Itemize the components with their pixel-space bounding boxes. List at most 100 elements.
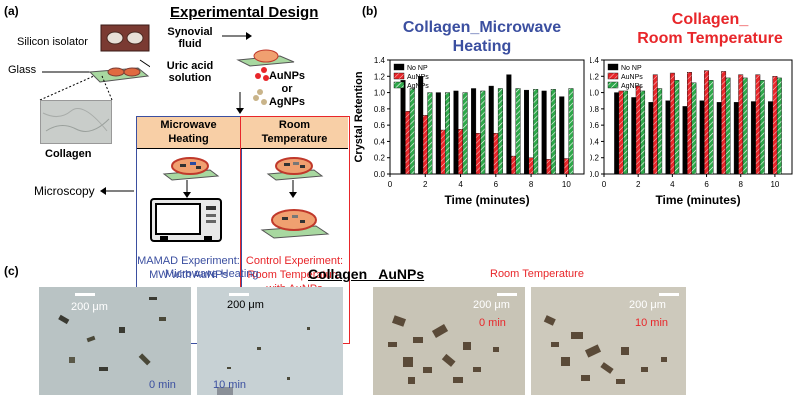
- legend-swatch: [607, 72, 619, 80]
- bar-agnps: [533, 89, 539, 175]
- y-tick-label: 0.8: [374, 105, 386, 114]
- bar-agnps: [515, 88, 521, 175]
- bar-aunps: [704, 70, 709, 175]
- bar-aunps: [493, 133, 499, 175]
- bar-agnps: [409, 88, 415, 175]
- bar-aunps: [440, 129, 446, 175]
- bar-aunps: [546, 159, 552, 175]
- y-tick-label: 1.2: [590, 72, 600, 81]
- bar-agnps: [497, 88, 503, 175]
- bar-no-np: [541, 90, 547, 175]
- x-tick-label: 4: [670, 180, 675, 189]
- room-temp-header: Room Temperature: [241, 117, 348, 149]
- synovial-fluid-label-1: Synovial: [167, 26, 213, 38]
- bar-agnps: [568, 88, 574, 175]
- bar-aunps: [687, 72, 692, 175]
- legend-swatch: [607, 81, 619, 89]
- legend-label: No NP: [621, 65, 642, 72]
- x-tick-label: 10: [562, 180, 571, 189]
- bar-agnps: [674, 80, 680, 175]
- arrow-right-icon: [222, 32, 252, 40]
- micrograph-mw-10min: 200 μm 10 min: [197, 287, 343, 395]
- y-tick-label: 0.8: [590, 105, 600, 114]
- bar-no-np: [699, 100, 705, 175]
- bar-agnps: [759, 80, 765, 175]
- right-chart-title: Collagen_ Room Temperature: [637, 11, 783, 47]
- bar-aunps: [755, 74, 761, 175]
- micrograph-mw-0min: 200 μm 0 min: [39, 287, 191, 395]
- bar-aunps: [405, 111, 411, 175]
- x-tick-label: 10: [770, 180, 779, 189]
- bar-no-np: [524, 89, 529, 175]
- silicon-isolator-label: Silicon isolator: [17, 36, 88, 48]
- aunps-label: AuNPs: [268, 70, 306, 82]
- x-tick-label: 2: [423, 180, 428, 189]
- mamad-caption: MAMAD Experiment: MW with AuNPs: [137, 255, 240, 281]
- bar-aunps: [563, 158, 569, 175]
- time-label: 0 min: [149, 379, 176, 391]
- legend-swatch: [393, 72, 405, 80]
- bar-no-np: [750, 101, 756, 175]
- bar-agnps: [462, 92, 468, 175]
- legend-label: AuNPs: [621, 74, 643, 81]
- x-tick-label: 6: [494, 180, 499, 189]
- micrograph-rt-10min: 200 μm 10 min: [531, 287, 686, 395]
- room-temp-plate-image: [260, 209, 330, 239]
- synovial-fluid-label-2: fluid: [178, 38, 202, 50]
- bar-no-np: [648, 102, 654, 175]
- legend-label: AgNPs: [621, 83, 643, 90]
- microwave-heating-label: Microwave Heating: [165, 268, 259, 280]
- panel-c-title: Collagen AuNPs: [308, 266, 425, 282]
- bar-no-np: [418, 76, 424, 175]
- bar-aunps: [618, 90, 624, 175]
- legend-swatch: [607, 63, 619, 71]
- agnps-label: AgNPs: [268, 96, 306, 108]
- uric-acid-label-2: solution: [168, 72, 212, 84]
- y-tick-label: 1.0: [590, 89, 600, 98]
- arrow-left-icon: [100, 187, 134, 195]
- bar-agnps: [691, 82, 697, 175]
- x-axis-label: Time (minutes): [655, 193, 740, 207]
- bar-agnps: [427, 92, 433, 175]
- bar-agnps: [742, 77, 748, 175]
- microwave-header: Microwave Heating: [137, 117, 240, 149]
- bar-no-np: [768, 101, 773, 175]
- panel-c-label: (c): [4, 264, 19, 278]
- y-tick-label: 0.4: [590, 137, 600, 146]
- bar-no-np: [435, 92, 441, 175]
- bar-agnps: [480, 90, 486, 175]
- legend-swatch: [393, 81, 405, 89]
- scale-bar-label: 200 μm: [71, 301, 108, 313]
- nanoparticle-dots: [253, 67, 269, 105]
- bar-no-np: [716, 102, 722, 175]
- y-tick-label: 0.0: [374, 170, 386, 179]
- bar-no-np: [453, 90, 459, 175]
- bar-no-np: [733, 102, 739, 175]
- legend-label: AuNPs: [407, 74, 429, 81]
- x-axis-label: Time (minutes): [444, 193, 529, 207]
- bar-agnps: [640, 90, 646, 175]
- y-tick-label: 0.6: [590, 121, 600, 130]
- down-arrow-icon: [236, 92, 244, 114]
- y-tick-label: 1.2: [374, 72, 386, 81]
- bar-aunps: [652, 74, 658, 175]
- y-tick-label: 1.4: [374, 56, 386, 65]
- panel-a-label: (a): [4, 4, 19, 18]
- bar-no-np: [471, 88, 477, 175]
- silicon-isolator-image: [100, 24, 150, 52]
- x-tick-label: 0: [602, 180, 607, 189]
- bar-aunps: [475, 133, 481, 175]
- bar-no-np: [614, 92, 620, 175]
- panel-a-title: Experimental Design: [170, 4, 319, 21]
- bar-agnps: [445, 92, 450, 175]
- bar-no-np: [559, 96, 565, 175]
- legend-label: AgNPs: [407, 83, 429, 90]
- panel-b-label: (b): [362, 4, 378, 18]
- bar-no-np: [665, 100, 671, 175]
- scale-bar-label: 200 μm: [473, 299, 510, 311]
- x-tick-label: 4: [458, 180, 463, 189]
- bar-aunps: [738, 74, 744, 175]
- glass-label: Glass: [8, 64, 37, 76]
- scale-bar-label: 200 μm: [227, 299, 264, 311]
- bar-aunps: [721, 71, 727, 175]
